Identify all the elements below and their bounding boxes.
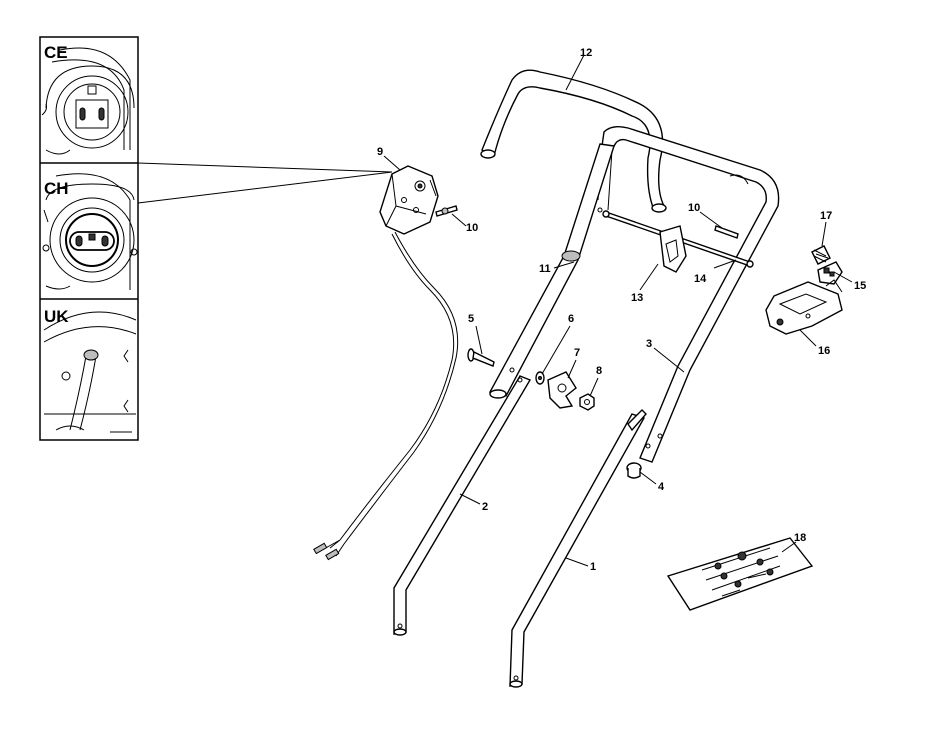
plug-variant-insets: CE CH UK <box>39 36 393 441</box>
uk-plug-inset <box>43 311 137 433</box>
ce-plug-inset <box>41 47 135 155</box>
callout-10-frame: 10 <box>688 202 700 214</box>
catch-15-part <box>817 261 843 285</box>
upper-handle-part <box>480 69 667 213</box>
ch-region-label: CH <box>44 179 69 198</box>
screw-10-switch <box>435 205 458 217</box>
callout-15: 15 <box>854 280 866 292</box>
callout-5: 5 <box>468 313 474 325</box>
callout-4: 4 <box>658 481 665 493</box>
middle-left-tube-part <box>488 143 615 399</box>
callout-14: 14 <box>694 273 707 285</box>
lower-right-tube-part <box>509 409 647 688</box>
power-cable <box>313 231 459 561</box>
callout-3: 3 <box>646 338 652 350</box>
callout-numbers: 12 9 10 10 17 11 13 14 15 16 5 6 7 8 3 4… <box>377 47 866 573</box>
ce-region-label: CE <box>44 43 68 62</box>
callout-10-switch: 10 <box>466 222 478 234</box>
lower-left-tube-part <box>393 375 532 636</box>
callout-16: 16 <box>818 345 830 357</box>
switch-box-part <box>379 165 439 235</box>
right-handle-frame-part <box>597 125 780 463</box>
callout-11: 11 <box>539 263 551 275</box>
spring-17-part <box>811 245 831 265</box>
washer-6-part <box>535 371 545 385</box>
screw-10-frame <box>714 225 739 239</box>
callout-9: 9 <box>377 146 383 158</box>
leader-lines <box>383 54 853 567</box>
callout-2: 2 <box>482 501 488 513</box>
callout-7: 7 <box>574 347 580 359</box>
callout-1: 1 <box>590 561 596 573</box>
bracket-16-part <box>765 279 843 335</box>
ch-plug-inset <box>42 173 138 290</box>
cable-clip-part <box>659 225 687 273</box>
callout-6: 6 <box>568 313 574 325</box>
callout-13: 13 <box>631 292 643 304</box>
nut-8-part <box>579 393 595 411</box>
callout-8: 8 <box>596 365 602 377</box>
callout-17: 17 <box>820 210 832 222</box>
uk-region-label: UK <box>44 307 69 326</box>
callout-18: 18 <box>794 532 806 544</box>
knob-7-part <box>547 371 577 409</box>
plug-4-part <box>626 462 642 479</box>
callout-12: 12 <box>580 47 592 59</box>
bolt-5-part <box>467 348 495 367</box>
hardware-bag-18-part <box>666 537 814 611</box>
